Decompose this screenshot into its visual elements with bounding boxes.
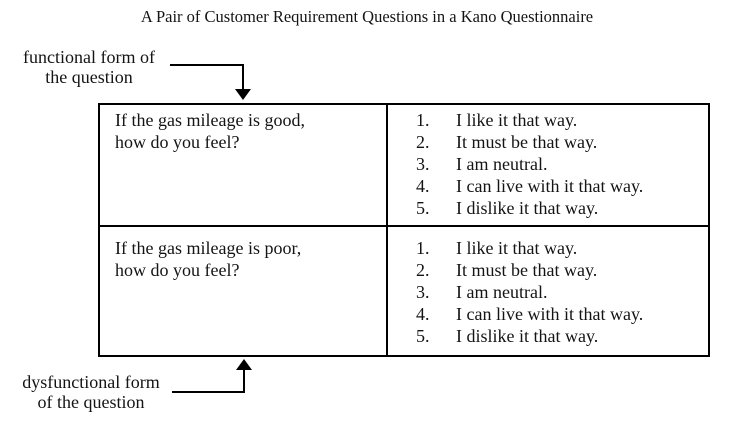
option-item: 3. I am neutral. (416, 153, 704, 175)
question-cell-functional: If the gas mileage is good, how do you f… (100, 105, 388, 227)
option-item: 3. I am neutral. (416, 281, 704, 303)
arrow-down-icon (235, 89, 251, 100)
option-number: 3. (416, 154, 430, 174)
option-number: 1. (416, 110, 430, 130)
question-cell-dysfunctional: If the gas mileage is poor, how do you f… (100, 227, 388, 355)
option-text: I dislike it that way. (456, 326, 599, 346)
option-text: It must be that way. (456, 260, 598, 280)
option-number: 5. (416, 326, 430, 346)
option-text: I am neutral. (456, 154, 548, 174)
question-line: how do you feel? (115, 260, 240, 280)
option-item: 4. I can live with it that way. (416, 303, 704, 325)
option-number: 4. (416, 176, 430, 196)
option-item: 2. It must be that way. (416, 259, 704, 281)
functional-form-label-line1: functional form of (23, 47, 155, 67)
question-line: If the gas mileage is good, (115, 110, 305, 130)
option-text: I can live with it that way. (456, 176, 644, 196)
functional-form-label: functional form of the question (6, 47, 172, 87)
dysfunctional-connector-line (172, 391, 245, 393)
option-item: 1. I like it that way. (416, 109, 704, 131)
kano-question-table: If the gas mileage is good, how do you f… (98, 103, 710, 357)
dysfunctional-form-label-line1: dysfunctional form (22, 372, 160, 392)
option-number: 3. (416, 282, 430, 302)
dysfunctional-form-label: dysfunctional form of the question (4, 372, 178, 412)
option-number: 2. (416, 132, 430, 152)
option-text: I like it that way. (456, 238, 578, 258)
options-cell-dysfunctional: 1. I like it that way. 2. It must be tha… (388, 227, 708, 355)
option-number: 5. (416, 198, 430, 218)
dysfunctional-arrow-shaft (243, 370, 245, 393)
functional-connector-line (170, 64, 244, 66)
option-item: 1. I like it that way. (416, 237, 704, 259)
option-text: I am neutral. (456, 282, 548, 302)
functional-arrow-shaft (242, 64, 244, 90)
question-line: how do you feel? (115, 132, 240, 152)
dysfunctional-form-label-line2: of the question (37, 392, 145, 412)
option-text: It must be that way. (456, 132, 598, 152)
option-number: 2. (416, 260, 430, 280)
figure-title: A Pair of Customer Requirement Questions… (140, 7, 594, 26)
question-line: If the gas mileage is poor, (115, 238, 302, 258)
arrow-up-icon (236, 359, 252, 370)
option-item: 2. It must be that way. (416, 131, 704, 153)
option-item: 5. I dislike it that way. (416, 325, 704, 347)
option-item: 4. I can live with it that way. (416, 175, 704, 197)
options-cell-functional: 1. I like it that way. 2. It must be tha… (388, 105, 708, 227)
option-text: I dislike it that way. (456, 198, 599, 218)
option-item: 5. I dislike it that way. (416, 197, 704, 219)
functional-form-label-line2: the question (45, 67, 133, 87)
option-number: 4. (416, 304, 430, 324)
option-text: I can live with it that way. (456, 304, 644, 324)
option-number: 1. (416, 238, 430, 258)
option-text: I like it that way. (456, 110, 578, 130)
